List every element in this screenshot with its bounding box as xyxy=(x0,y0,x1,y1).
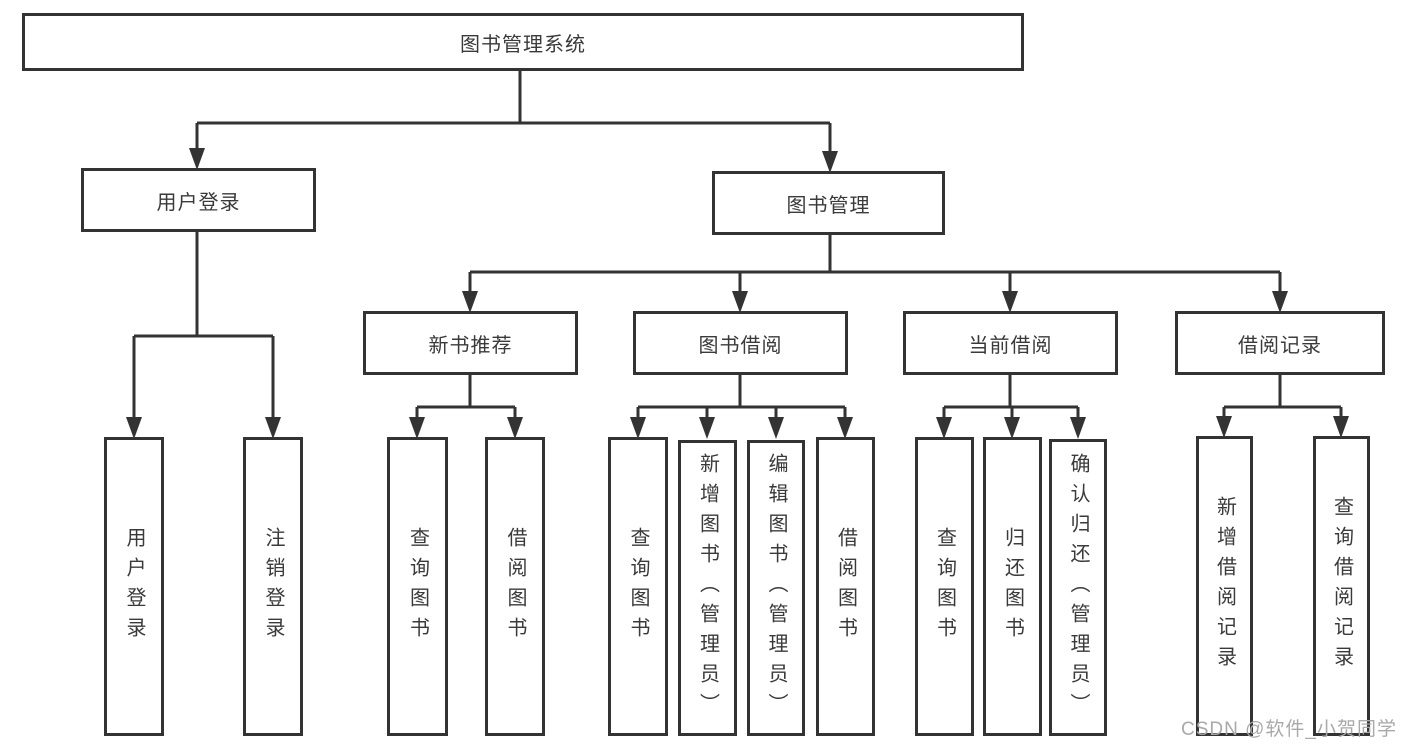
leaf-add-book-admin: 新增图书（管理员） xyxy=(678,440,737,736)
leaf-return-book-label: 归还图书 xyxy=(1001,526,1024,647)
connector-borrow-split xyxy=(636,375,847,419)
node-book-borrow-label: 图书借阅 xyxy=(698,334,783,357)
arrow-down-icon xyxy=(1002,291,1018,313)
leaf-add-book-admin-label: 新增图书（管理员） xyxy=(696,453,719,723)
arrow-down-icon xyxy=(768,417,784,439)
leaf-borrow-books-2: 借阅图书 xyxy=(816,437,875,736)
leaf-user-login: 用户登录 xyxy=(104,437,164,736)
node-user-login-label: 用户登录 xyxy=(156,191,241,214)
node-book-borrow: 图书借阅 xyxy=(633,311,848,375)
arrow-down-icon xyxy=(1070,417,1086,439)
node-borrow-records-label: 借阅记录 xyxy=(1238,334,1322,357)
arrow-down-icon xyxy=(630,417,646,439)
leaf-query-books-1: 查询图书 xyxy=(387,437,448,736)
arrow-down-icon xyxy=(462,291,478,313)
arrow-down-icon xyxy=(732,291,748,313)
connector-login-split xyxy=(132,232,275,419)
arrow-down-icon xyxy=(507,417,523,439)
leaf-query-books-1-label: 查询图书 xyxy=(406,526,429,647)
arrow-down-icon xyxy=(126,417,142,439)
leaf-return-book: 归还图书 xyxy=(983,437,1042,736)
connector-current-split xyxy=(942,375,1080,419)
node-root-label: 图书管理系统 xyxy=(460,33,586,56)
arrow-down-icon xyxy=(822,151,838,173)
leaf-borrow-books-2-label: 借阅图书 xyxy=(834,526,857,647)
leaf-edit-book-admin-label: 编辑图书（管理员） xyxy=(765,453,787,723)
node-new-book-recommend: 新书推荐 xyxy=(363,311,578,375)
leaf-edit-book-admin: 编辑图书（管理员） xyxy=(747,440,805,736)
connector-mgmt-split xyxy=(468,235,1282,293)
node-book-management-label: 图书管理 xyxy=(786,194,871,217)
connector-newbook-split xyxy=(415,375,517,419)
arrow-down-icon xyxy=(837,417,853,439)
leaf-borrow-books-1-label: 借阅图书 xyxy=(504,526,526,647)
leaf-confirm-return-admin-label: 确认归还（管理员） xyxy=(1067,452,1089,723)
node-user-login: 用户登录 xyxy=(81,168,316,232)
arrow-down-icon xyxy=(1272,291,1288,313)
connector-records-split xyxy=(1222,375,1343,419)
node-borrow-records: 借阅记录 xyxy=(1175,311,1385,375)
arrow-down-icon xyxy=(1333,416,1349,438)
leaf-logout-label: 注销登录 xyxy=(262,526,284,647)
arrow-down-icon xyxy=(936,417,952,439)
leaf-user-login-label: 用户登录 xyxy=(123,526,145,647)
node-root: 图书管理系统 xyxy=(22,13,1024,71)
leaf-add-borrow-record: 新增借阅记录 xyxy=(1196,436,1253,736)
arrowhead-icons xyxy=(126,148,1349,439)
leaf-query-books-3: 查询图书 xyxy=(915,437,974,736)
node-current-borrow: 当前借阅 xyxy=(903,311,1118,375)
leaf-query-books-3-label: 查询图书 xyxy=(933,526,956,647)
arrow-down-icon xyxy=(699,417,715,439)
node-new-book-recommend-label: 新书推荐 xyxy=(428,334,513,357)
leaf-confirm-return-admin: 确认归还（管理员） xyxy=(1049,439,1107,736)
watermark: CSDN @软件_小贺同学 xyxy=(1181,719,1397,740)
node-book-management: 图书管理 xyxy=(712,171,945,235)
leaf-logout: 注销登录 xyxy=(243,437,303,736)
arrow-down-icon xyxy=(1004,417,1020,439)
leaf-borrow-books-1: 借阅图书 xyxy=(485,437,545,736)
leaf-query-books-2-label: 查询图书 xyxy=(627,526,649,647)
connector-root-split xyxy=(195,70,832,152)
leaf-query-borrow-record-label: 查询借阅记录 xyxy=(1330,496,1353,676)
leaf-query-books-2: 查询图书 xyxy=(608,437,668,736)
arrow-down-icon xyxy=(409,417,425,439)
node-current-borrow-label: 当前借阅 xyxy=(968,334,1053,357)
arrow-down-icon xyxy=(1216,416,1232,438)
arrow-down-icon xyxy=(189,148,205,170)
arrow-down-icon xyxy=(265,417,281,439)
leaf-query-borrow-record: 查询借阅记录 xyxy=(1313,436,1370,736)
leaf-add-borrow-record-label: 新增借阅记录 xyxy=(1213,496,1236,676)
